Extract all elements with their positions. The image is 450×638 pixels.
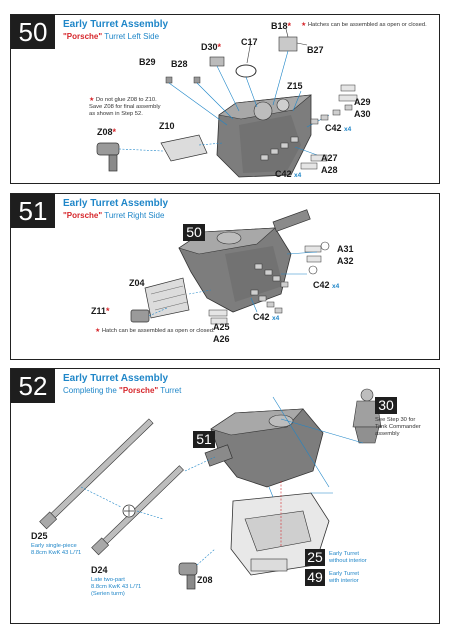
step-50-panel: 50 Early Turret Assembly "Porsche" Turre… [10, 14, 440, 184]
step-subtitle: "Porsche" Turret Left Side [63, 32, 160, 41]
label-c17: C17 [241, 37, 258, 47]
d25-description: Early single-piece 8.8cm KwK 43 L/71 [31, 543, 82, 556]
reference-step-51: 51 [193, 431, 215, 448]
label-b27: B27 [307, 45, 324, 55]
step-51-panel: 51 Early Turret Assembly "Porsche" Turre… [10, 193, 440, 360]
label-c42-upper: C42 x4 [313, 280, 340, 290]
label-b29: B29 [139, 57, 156, 67]
reference-step-30: 30 [375, 397, 397, 414]
label-d30: D30* [201, 42, 222, 52]
step-number: 51 [11, 194, 55, 228]
label-a32: A32 [337, 256, 354, 266]
reference-step-49: 49 [305, 569, 325, 586]
label-a26: A26 [213, 334, 230, 344]
step-title: Early Turret Assembly [63, 198, 169, 209]
label-z11: Z11* [91, 306, 110, 316]
label-z08: Z08 [197, 575, 213, 585]
ref-25-description: Early Turret without interior [329, 551, 367, 564]
step-subtitle: Completing the "Porsche" Turret [63, 386, 182, 395]
label-a31: A31 [337, 244, 354, 254]
glue-note: ★ Do not glue Z08 to Z10. Save Z08 for f… [89, 97, 161, 117]
step-52-panel: 52 Early Turret Assembly Completing the … [10, 368, 440, 624]
label-c42-lower: C42 x4 [275, 169, 302, 179]
label-d24: D24 [91, 565, 108, 575]
label-a28: A28 [321, 165, 338, 175]
label-z08: Z08* [97, 127, 117, 137]
reference-step-25: 25 [305, 549, 325, 566]
step-52-illustration [39, 388, 382, 590]
reference-step-50: 50 [183, 224, 205, 241]
step-subtitle: "Porsche" Turret Right Side [63, 211, 165, 220]
hatch-note: ★ Hatches can be assembled as open or cl… [301, 22, 427, 28]
label-b18: B18* [271, 21, 292, 31]
label-a25: A25 [213, 322, 230, 332]
label-c42-lower: C42 x4 [253, 312, 280, 322]
step-title: Early Turret Assembly [63, 373, 169, 384]
step-number: 52 [11, 369, 55, 403]
step-title: Early Turret Assembly [63, 19, 169, 30]
step-50-illustration [96, 28, 358, 178]
hatch-note: ★ Hatch can be assembled as open or clos… [95, 328, 215, 334]
d24-description: Late two-part 8.8cm KwK 43 L/71 (Serien … [91, 577, 142, 597]
label-a30: A30 [354, 109, 371, 119]
step-number: 50 [11, 15, 55, 49]
label-b28: B28 [171, 59, 188, 69]
ref-49-description: Early Turret with interior [329, 571, 359, 584]
label-a29: A29 [354, 97, 371, 107]
commander-note: See Step 30 for Tank Commander assembly [375, 417, 421, 437]
label-a27: A27 [321, 153, 338, 163]
label-z10: Z10 [159, 121, 175, 131]
label-z04: Z04 [129, 278, 145, 288]
label-z15: Z15 [287, 81, 303, 91]
label-c42-upper: C42 x4 [325, 123, 352, 133]
label-d25: D25 [31, 531, 48, 541]
